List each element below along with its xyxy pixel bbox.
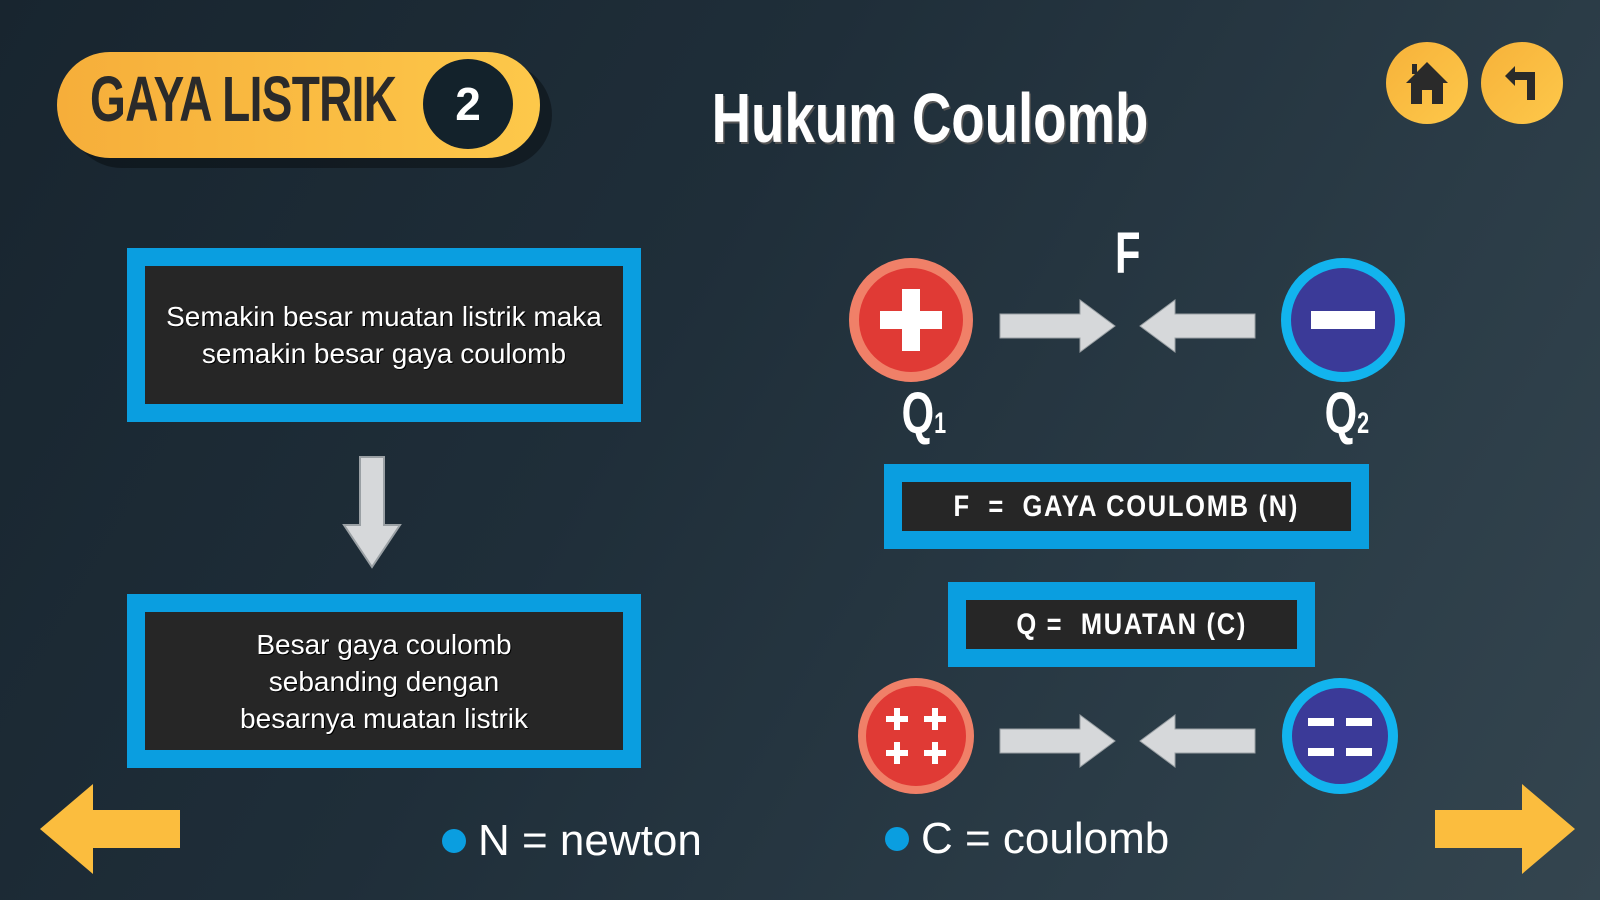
- next-button[interactable]: [1432, 782, 1577, 877]
- statement-box-1: Semakin besar muatan listrik maka semaki…: [127, 248, 641, 422]
- arrow-left-icon: [40, 784, 180, 874]
- home-button[interactable]: [1386, 42, 1468, 124]
- positive-charge-icon: [849, 258, 973, 382]
- back-icon: [1505, 66, 1535, 100]
- page-title: Hukum Coulomb: [711, 79, 1149, 157]
- arrow-right-icon: [1435, 784, 1575, 874]
- force-label: F: [1114, 221, 1141, 286]
- legend-newton: N = newton: [442, 816, 702, 866]
- q1-subscript: 1: [934, 407, 947, 440]
- q2-text: Q: [1324, 381, 1358, 446]
- q1-text: Q: [901, 381, 935, 446]
- chapter-number: 2: [423, 59, 513, 149]
- back-button[interactable]: [1481, 42, 1563, 124]
- force-arrow-left-icon: [1139, 299, 1256, 353]
- multiple-negative-charge-icon: [1282, 678, 1398, 794]
- q2-subscript: 2: [1357, 407, 1370, 440]
- bullet-icon: [885, 827, 909, 851]
- definition-charge-text: Q = MUATAN (C): [1016, 607, 1247, 641]
- arrow-down-icon: [342, 456, 402, 569]
- force-arrow-right-icon: [999, 299, 1116, 353]
- legend-coulomb-text: C = coulomb: [921, 814, 1170, 863]
- previous-button[interactable]: [38, 782, 183, 877]
- legend-coulomb: C = coulomb: [885, 814, 1169, 864]
- force-arrow-left-icon: [1139, 714, 1256, 768]
- home-icon: [1406, 62, 1448, 104]
- q2-label: Q2: [1325, 380, 1370, 447]
- negative-charge-icon: [1281, 258, 1405, 382]
- statement-text-1: Semakin besar muatan listrik maka semaki…: [166, 301, 602, 369]
- legend-newton-text: N = newton: [478, 816, 702, 865]
- q1-label: Q1: [902, 380, 947, 447]
- definition-charge-box: Q = MUATAN (C): [948, 582, 1315, 667]
- definition-force-box: F = GAYA COULOMB (N): [884, 464, 1369, 549]
- bullet-icon: [442, 829, 466, 853]
- force-arrow-right-icon: [999, 714, 1116, 768]
- chapter-title: GAYA LISTRIK: [90, 63, 397, 135]
- definition-force-text: F = GAYA COULOMB (N): [953, 489, 1300, 523]
- statement-box-2: Besar gaya coulomb sebanding dengan besa…: [127, 594, 641, 768]
- multiple-positive-charge-icon: [858, 678, 974, 794]
- statement-text-2: Besar gaya coulomb sebanding dengan besa…: [240, 628, 528, 734]
